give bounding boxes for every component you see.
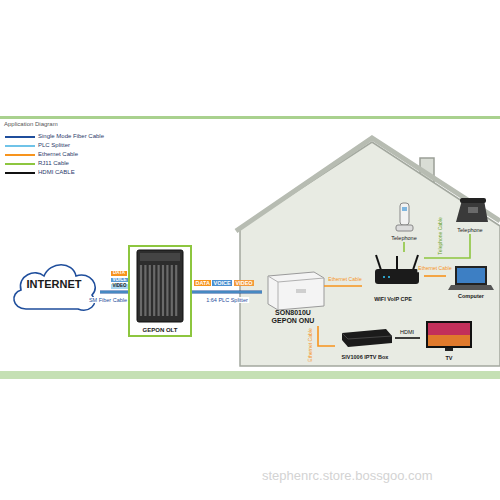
legend-swatch [5,172,35,174]
cable-label: Ethernet Cable [327,277,362,283]
house [236,138,500,366]
desk-phone [456,198,488,222]
legend-text: HDMI CABLE [38,169,75,176]
cable-label: HDMI [399,329,415,335]
section-title: Application Diagram [4,121,58,128]
cable-label: Ethernet Cable [417,266,452,272]
cable-connector [424,276,446,277]
signal-tag: VIDEO [111,284,128,289]
node-label: TV [445,355,452,361]
computer-node: Computer [446,264,496,300]
node-label: SON8010U GEPON ONU [266,309,320,325]
laptop [448,266,494,290]
phone-node: Telephone [448,194,492,234]
legend-swatch [5,154,35,156]
cloud-node: INTERNET [8,255,100,315]
olt-chassis [137,250,183,322]
onu-device [268,272,324,310]
router-node: WIFI VoIP CPE [362,252,424,303]
tv [426,321,472,351]
cable-label: Telephone Cable [438,216,444,256]
iptv-box [342,329,392,347]
legend-text: Single Mode Fiber Cable [38,133,104,140]
fiber-core [192,292,262,293]
cordless-phone [396,203,413,231]
cable-connector [318,326,335,346]
node-label: Telephone [457,227,482,233]
bottom-band [0,371,500,379]
cable-label: SM Fiber Cable [88,297,128,303]
olt-box: GEPON OLT [128,245,192,337]
onu-node: SON8010U GEPON ONU [262,266,324,326]
legend-swatch [5,145,35,147]
signal-tag: VIDEO [234,280,254,286]
cable-label: 1:64 PLC Splitter [205,297,249,303]
router-device [375,255,419,284]
phone-node: Telephone [388,200,420,242]
legend-text: PLC Splitter [38,142,70,149]
cable-connector [100,292,128,293]
signal-tag: VOICE [111,278,128,283]
legend-text: Ethernet Cable [38,151,78,158]
cable-connector [424,234,470,258]
iptv-node: SIV1006 IPTV Box [335,325,395,361]
signal-tag: DATA [111,271,127,276]
cable-label: Ethernet Cable [308,327,314,362]
tv-node: TV [420,318,478,362]
legend-swatch [5,163,35,165]
node-label: GEPON OLT [143,327,178,334]
node-label: INTERNET [27,278,82,291]
cable-connector [192,292,262,293]
cable-connector [404,242,405,252]
node-label: WIFI VoIP CPE [374,296,412,302]
node-label: SIV1006 IPTV Box [342,354,389,360]
legend-text: RJ11 Cable [38,160,69,167]
node-label: Telephone [391,235,416,241]
signal-tag: DATA [194,280,211,286]
cable-connector [395,338,420,339]
top-band [0,116,500,119]
node-label: Computer [458,293,484,299]
watermark: stephenrc.store.bossgoo.com [262,469,433,483]
fiber-core [100,292,128,293]
cable-connector [324,286,362,287]
legend-swatch [5,136,35,138]
signal-tag: VOICE [212,280,232,286]
